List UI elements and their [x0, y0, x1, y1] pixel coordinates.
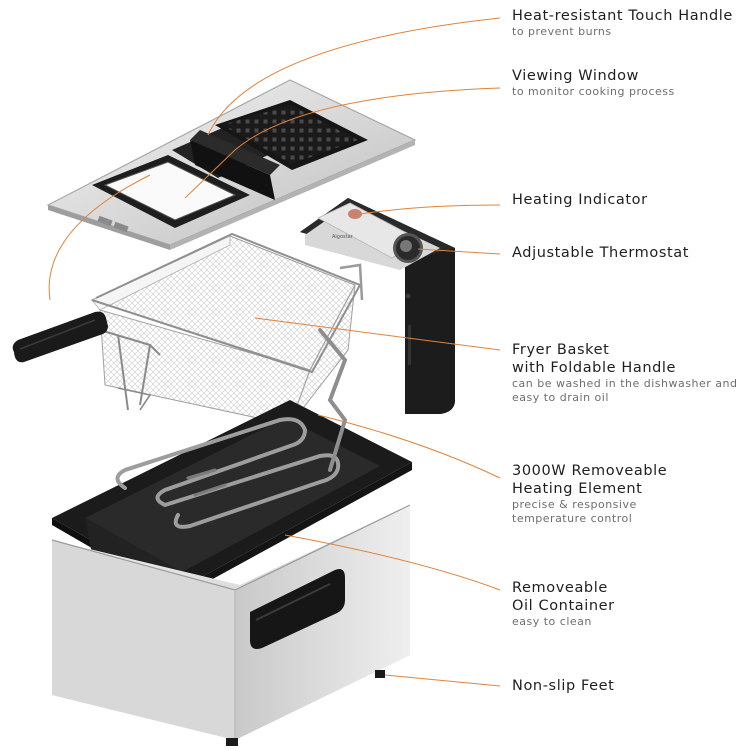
callout-viewing-window: Viewing Window to monitor cooking proces…: [512, 67, 675, 99]
callout-subtitle: easy to clean: [512, 615, 592, 628]
control-box: Aigostar: [300, 198, 455, 414]
callout-subtitle: precise & responsive: [512, 498, 637, 511]
callout-title: Heat-resistant Touch Handle: [512, 8, 733, 24]
callout-subtitle-line2: temperature control: [512, 512, 633, 525]
callout-heating-indicator: Heating Indicator: [512, 191, 648, 209]
callout-title: Removeable: [512, 580, 608, 596]
callout-non-slip-feet: Non-slip Feet: [512, 677, 614, 695]
callout-subtitle-line2: easy to drain oil: [512, 391, 609, 404]
callout-title: Viewing Window: [512, 68, 640, 84]
callout-oil-container: Removeable Oil Container easy to clean: [512, 579, 615, 629]
callout-title: Heating Indicator: [512, 192, 648, 208]
non-slip-foot: [375, 670, 385, 678]
heating-element: [115, 328, 348, 529]
callout-subtitle: to monitor cooking process: [512, 85, 675, 98]
brand-logo: Aigostar: [332, 234, 354, 240]
callout-title: Fryer Basket: [512, 342, 610, 358]
callout-title-line2: Heating Element: [512, 481, 643, 497]
heating-indicator-light: [348, 209, 362, 219]
callout-subtitle: can be washed in the dishwasher and: [512, 377, 738, 390]
fryer-basket: [12, 232, 364, 426]
callout-subtitle: to prevent burns: [512, 25, 612, 38]
callout-touch-handle: Heat-resistant Touch Handle to prevent b…: [512, 7, 733, 39]
callout-title: 3000W Removeable: [512, 463, 668, 479]
lid: [46, 79, 417, 250]
callout-title-line2: with Foldable Handle: [512, 360, 677, 376]
callout-title-line2: Oil Container: [512, 598, 615, 614]
leader-lines: [48, 17, 501, 687]
callout-heating-element: 3000W Removeable Heating Element precise…: [512, 462, 667, 526]
callout-thermostat: Adjustable Thermostat: [512, 244, 689, 262]
housing: [51, 504, 411, 746]
callout-title: Non-slip Feet: [512, 678, 615, 694]
callout-title: Adjustable Thermostat: [512, 245, 690, 261]
callout-fryer-basket: Fryer Basket with Foldable Handle can be…: [512, 341, 737, 405]
